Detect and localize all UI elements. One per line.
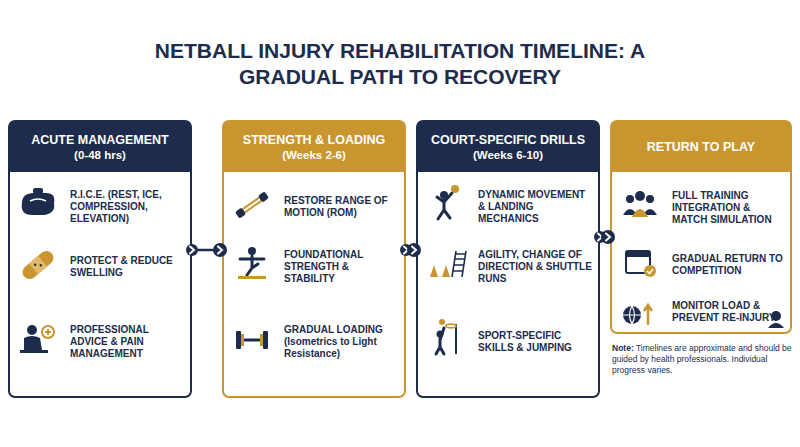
stage-connector xyxy=(186,243,227,257)
ice-pack-icon xyxy=(22,193,55,215)
step-label: R.I.C.E. (REST, ICE, COMPRESSION, ELEVAT… xyxy=(70,189,185,225)
stage-title: ACUTE MANAGEMENT xyxy=(31,133,169,148)
calendar-icon xyxy=(647,269,653,274)
connector-start xyxy=(186,244,198,256)
arrow-chevron xyxy=(412,247,416,254)
step-label: FOUNDATIONAL STRENGTH & STABILITY xyxy=(284,249,399,285)
team-icon xyxy=(635,191,645,201)
stage-header: ACUTE MANAGEMENT(0-48 hrs) xyxy=(10,122,190,172)
step-label: GRADUAL LOADING (Isometrics to Light Res… xyxy=(284,324,399,360)
person-icon xyxy=(771,311,781,321)
step-label: RESTORE RANGE OF MOTION (ROM) xyxy=(284,195,399,219)
step-item: MONITOR LOAD & PREVENT RE-INJURY xyxy=(616,292,785,332)
bandage-icon xyxy=(33,263,36,266)
balance-icon xyxy=(238,276,266,279)
note-label: Note: xyxy=(612,343,634,353)
step-item: FULL TRAINING INTEGRATION & MATCH SIMULA… xyxy=(616,182,785,234)
step-label: PROFESSIONAL ADVICE & PAIN MANAGEMENT xyxy=(70,324,185,360)
stage-header: COURT-SPECIFIC DRILLS(Weeks 6-10) xyxy=(418,122,598,172)
stage-panel: RETURN TO PLAY FULL TRAINING INTEGRATION … xyxy=(610,120,792,334)
stage-header: STRENGTH & LOADING(Weeks 2-6) xyxy=(224,122,404,172)
dumbbell-icon xyxy=(241,334,244,346)
stage-title: STRENGTH & LOADING xyxy=(243,133,385,148)
stage-connector xyxy=(400,243,421,257)
advice-icon xyxy=(20,350,48,353)
step-item: GRADUAL LOADING (Isometrics to Light Res… xyxy=(228,312,399,372)
dumbbell-icon xyxy=(236,331,241,349)
step-label: GRADUAL RETURN TO COMPETITION xyxy=(672,253,785,277)
arrow-chevron xyxy=(218,247,222,254)
stage-title: COURT-SPECIFIC DRILLS xyxy=(431,133,585,148)
balance-icon xyxy=(248,247,256,255)
calendar-icon xyxy=(644,265,656,277)
stage-period: (0-48 hrs) xyxy=(74,148,126,162)
note-text: Timelines are approximate and should be … xyxy=(612,343,792,375)
arrow-head xyxy=(213,243,227,257)
stage-panel: COURT-SPECIFIC DRILLS(Weeks 6-10) DYNAMIC… xyxy=(416,120,600,398)
arrow-chevron xyxy=(606,234,610,241)
step-item: DYNAMIC MOVEMENT & LANDING MECHANICS xyxy=(422,177,593,237)
ice-pack-icon xyxy=(33,188,43,194)
footnote: Note: Timelines are approximate and shou… xyxy=(612,343,794,376)
team-icon xyxy=(646,195,654,203)
advice-icon xyxy=(27,325,37,335)
team-icon xyxy=(626,195,634,203)
ice-pack-icon xyxy=(30,199,46,201)
stage-title: RETURN TO PLAY xyxy=(647,140,755,155)
calendar-icon xyxy=(626,251,650,257)
shooting-icon xyxy=(439,319,445,325)
stage-connector xyxy=(594,230,615,244)
monitor-icon xyxy=(623,305,652,325)
dumbbell-icon xyxy=(260,334,263,346)
arrow-chevron xyxy=(190,247,194,254)
monitor-icon xyxy=(623,306,641,324)
shooting-icon xyxy=(455,324,457,354)
bandage-icon xyxy=(39,264,42,267)
step-label: FULL TRAINING INTEGRATION & MATCH SIMULA… xyxy=(672,190,785,226)
step-label: AGILITY, CHANGE OF DIRECTION & SHUTTLE R… xyxy=(478,249,593,285)
arrow-head xyxy=(601,230,615,244)
step-label: DYNAMIC MOVEMENT & LANDING MECHANICS xyxy=(478,189,593,225)
advice-icon xyxy=(24,336,42,350)
step-item: SPORT-SPECIFIC SKILLS & JUMPING xyxy=(422,312,593,372)
step-label: MONITOR LOAD & PREVENT RE-INJURY xyxy=(672,300,785,324)
arrow-head xyxy=(407,243,421,257)
stage-header: RETURN TO PLAY xyxy=(612,122,790,172)
step-label: PROTECT & REDUCE SWELLING xyxy=(70,255,185,279)
stage-period: (Weeks 6-10) xyxy=(473,148,543,162)
stage-period: (Weeks 2-6) xyxy=(282,148,346,162)
step-item: GRADUAL RETURN TO COMPETITION xyxy=(616,240,785,290)
jump-icon xyxy=(451,185,459,193)
monitor-icon xyxy=(623,306,641,324)
diagram-title: NETBALL INJURY REHABILITATION TIMELINE: … xyxy=(130,38,670,90)
dumbbell-icon xyxy=(263,331,268,349)
step-item: AGILITY, CHANGE OF DIRECTION & SHUTTLE R… xyxy=(422,237,593,297)
step-label: SPORT-SPECIFIC SKILLS & JUMPING xyxy=(478,330,593,354)
